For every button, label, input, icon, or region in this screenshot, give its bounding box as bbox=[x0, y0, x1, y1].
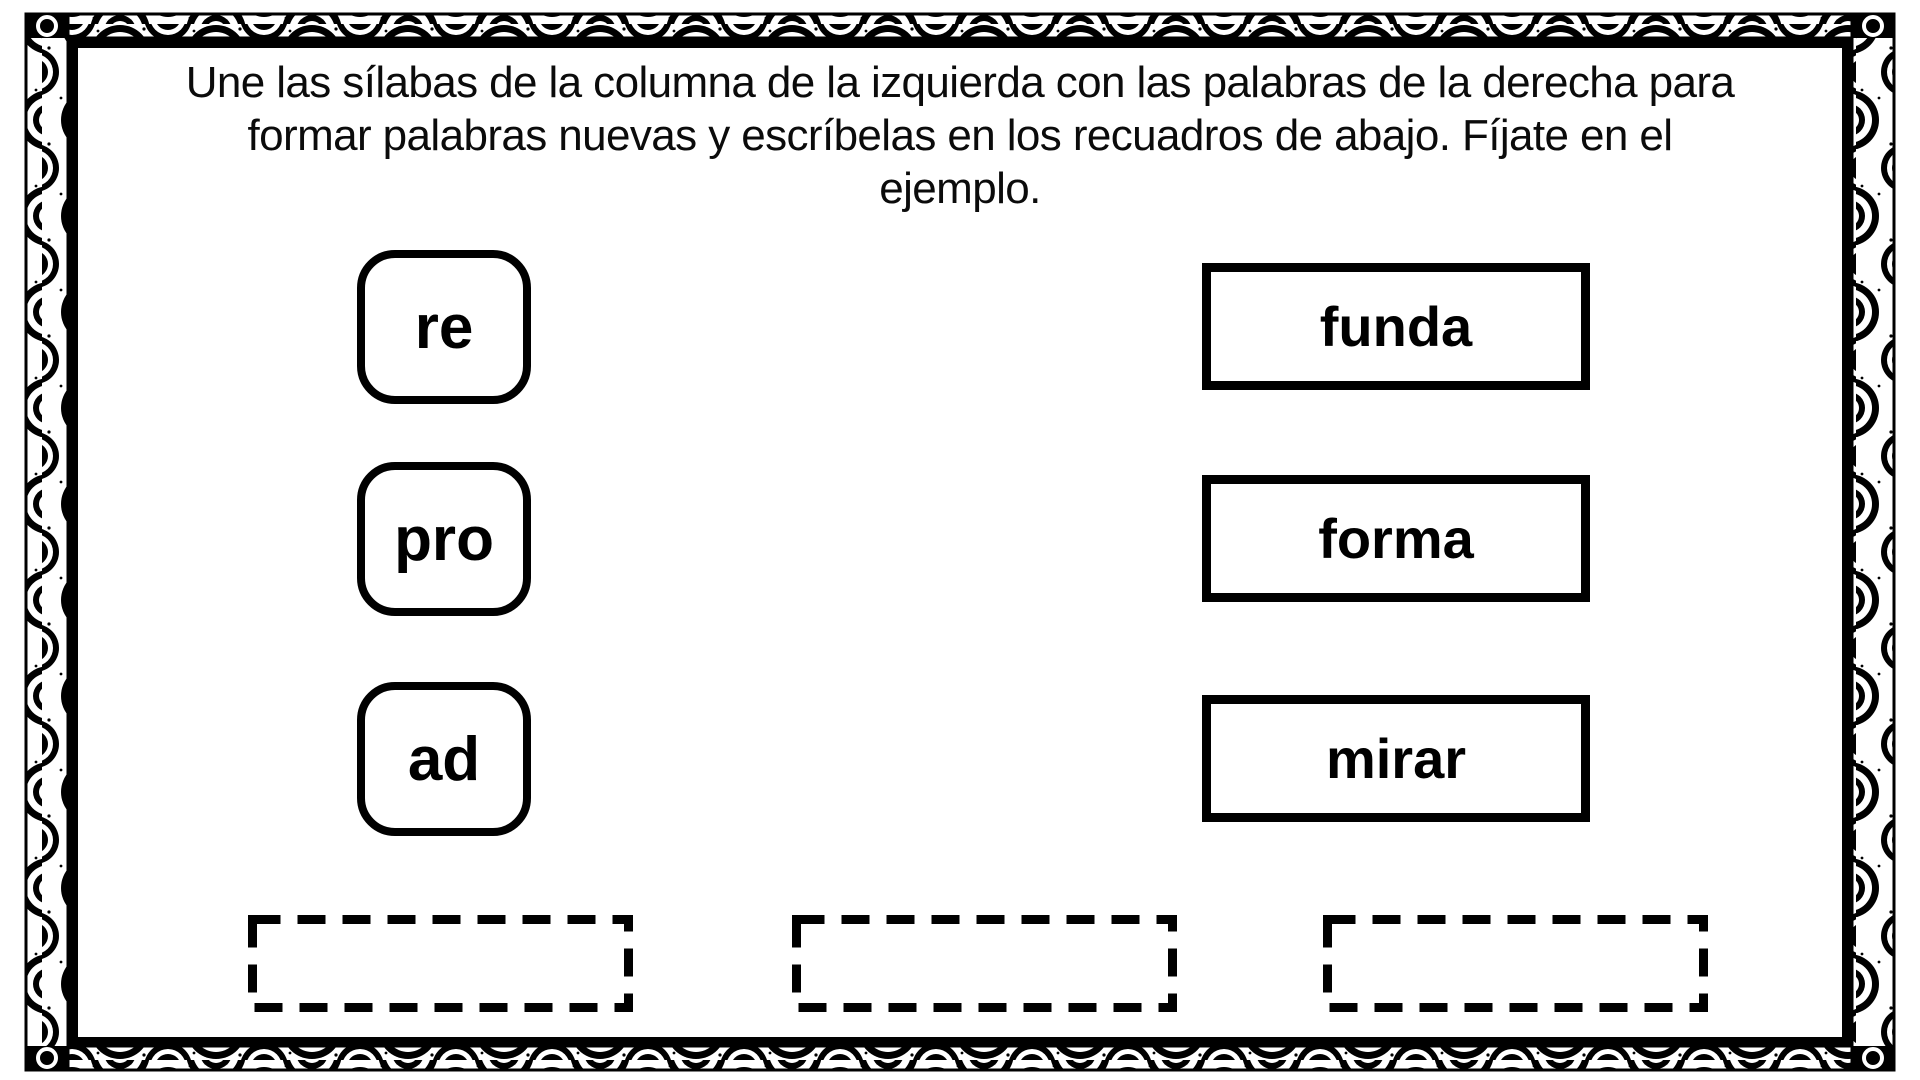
answer-box-3[interactable] bbox=[1323, 915, 1708, 1012]
instructions-line-1: Une las sílabas de la columna de la izqu… bbox=[185, 58, 1735, 107]
syllable-card-pro[interactable]: pro bbox=[357, 462, 531, 616]
instructions: Une las sílabas de la columna de la izqu… bbox=[0, 56, 1920, 215]
border-corner-top-right bbox=[1852, 14, 1894, 38]
instructions-line-3: ejemplo. bbox=[879, 164, 1041, 213]
answer-value bbox=[792, 915, 1177, 1012]
word-label: funda bbox=[1319, 295, 1473, 358]
word-card-funda[interactable]: funda bbox=[1202, 263, 1590, 390]
word-card-forma[interactable]: forma bbox=[1202, 475, 1590, 602]
word-card-mirar[interactable]: mirar bbox=[1202, 695, 1590, 822]
answer-box-1[interactable] bbox=[248, 915, 633, 1012]
border-corner-bottom-right bbox=[1852, 1046, 1894, 1070]
answer-box-outline bbox=[248, 915, 633, 1012]
answer-value bbox=[1323, 915, 1708, 1012]
syllable-label: ad bbox=[407, 724, 481, 794]
syllable-card-ad[interactable]: ad bbox=[357, 682, 531, 836]
syllable-label: re bbox=[414, 292, 474, 362]
border-corner-bottom-left bbox=[26, 1046, 68, 1070]
answer-box-2[interactable] bbox=[792, 915, 1177, 1012]
answer-box-outline bbox=[1323, 915, 1708, 1012]
word-label: forma bbox=[1318, 507, 1474, 570]
answer-value bbox=[248, 915, 633, 1012]
border-corner-top-left bbox=[26, 14, 68, 38]
word-label: mirar bbox=[1325, 727, 1467, 790]
instructions-line-2: formar palabras nuevas y escríbelas en l… bbox=[247, 111, 1674, 160]
syllable-label: pro bbox=[394, 504, 494, 574]
answer-box-outline bbox=[792, 915, 1177, 1012]
syllable-card-re[interactable]: re bbox=[357, 250, 531, 404]
